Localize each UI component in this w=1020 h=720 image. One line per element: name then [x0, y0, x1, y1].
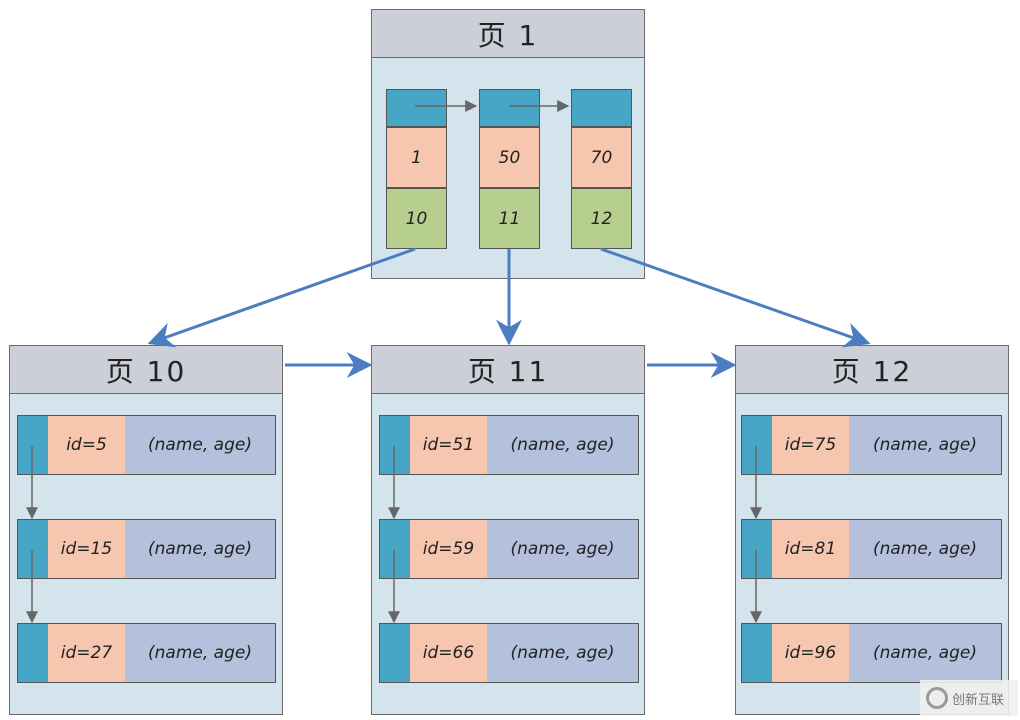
record-pointer: [380, 416, 411, 474]
record-id: id=96: [772, 624, 850, 682]
record-id: id=81: [772, 520, 850, 578]
record-pointer: [742, 624, 773, 682]
leaf-page-10: 页 10 id=5 (name, age) id=15 (name, age) …: [9, 345, 283, 715]
child-pointer-arrow: [147, 247, 416, 348]
record-data: (name, age): [487, 624, 638, 682]
record-id: id=15: [48, 520, 126, 578]
record-pointer: [742, 416, 773, 474]
leaf-page-12: 页 12 id=75 (name, age) id=81 (name, age)…: [735, 345, 1009, 715]
record-pointer: [18, 416, 49, 474]
root-key-1: 1: [386, 127, 447, 188]
leaf-record: id=75 (name, age): [741, 415, 1002, 475]
leaf-record: id=15 (name, age): [17, 519, 276, 579]
record-data: (name, age): [487, 416, 638, 474]
root-key-3: 70: [571, 127, 632, 188]
root-key-2: 50: [479, 127, 540, 188]
leaf-record: id=59 (name, age): [379, 519, 639, 579]
leaf-record: id=27 (name, age): [17, 623, 276, 683]
leaf-record: id=66 (name, age): [379, 623, 639, 683]
record-id: id=51: [410, 416, 488, 474]
record-data: (name, age): [125, 624, 275, 682]
record-pointer: [18, 520, 49, 578]
leaf-page-11: 页 11 id=51 (name, age) id=59 (name, age)…: [371, 345, 645, 715]
leaf-record: id=51 (name, age): [379, 415, 639, 475]
leaf-page-title: 页 10: [10, 346, 282, 394]
root-pointer-1: [386, 89, 447, 127]
record-id: id=27: [48, 624, 126, 682]
watermark-text: 创新互联: [952, 692, 1005, 708]
record-data: (name, age): [125, 520, 275, 578]
root-pointer-3: [571, 89, 632, 127]
record-data: (name, age): [849, 520, 1001, 578]
record-data: (name, age): [125, 416, 275, 474]
record-data: (name, age): [487, 520, 638, 578]
record-pointer: [380, 520, 411, 578]
record-id: id=59: [410, 520, 488, 578]
leaf-record: id=81 (name, age): [741, 519, 1002, 579]
leaf-page-title: 页 11: [372, 346, 644, 394]
record-data: (name, age): [849, 624, 1001, 682]
root-page: 页 1 1 10 50 11 70 12: [371, 9, 645, 279]
root-pointer-2: [479, 89, 540, 127]
child-pointer-arrow: [600, 247, 871, 348]
record-id: id=66: [410, 624, 488, 682]
leaf-record: id=5 (name, age): [17, 415, 276, 475]
leaf-page-title: 页 12: [736, 346, 1008, 394]
watermark: 创新互联: [920, 680, 1018, 716]
record-id: id=75: [772, 416, 850, 474]
watermark-logo-icon: [926, 687, 948, 709]
record-data: (name, age): [849, 416, 1001, 474]
leaf-record: id=96 (name, age): [741, 623, 1002, 683]
root-child-1: 10: [386, 188, 447, 249]
root-child-2: 11: [479, 188, 540, 249]
root-page-title: 页 1: [372, 10, 644, 58]
